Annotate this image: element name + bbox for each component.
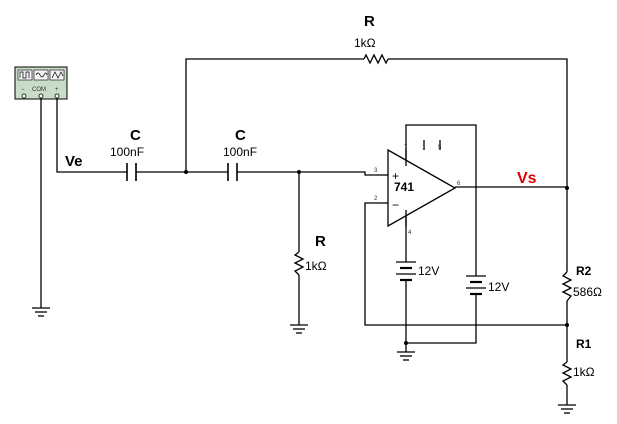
junctions	[184, 170, 569, 345]
c1-value-label: 100nF	[110, 145, 144, 159]
opamp-pin-6: 6	[457, 181, 461, 187]
ground-icon	[290, 324, 308, 334]
ground-icon	[558, 404, 576, 414]
opamp-pin-3: 3	[374, 168, 378, 174]
r-feedback-name-label: R	[364, 13, 375, 30]
ground-icon	[32, 307, 50, 317]
ground-icon	[397, 351, 415, 361]
triangle-wave-icon	[51, 71, 64, 79]
opamp-pin-5: 5	[438, 145, 442, 151]
input-signal-label: Ve	[65, 153, 83, 170]
r1-value-label: 1kΩ	[573, 365, 595, 379]
c2-value-label: 100nF	[223, 145, 257, 159]
r2-value-label: 586Ω	[573, 285, 602, 299]
capacitor-c2[interactable]	[227, 163, 238, 181]
opamp-model-label: 741	[394, 180, 414, 194]
opamp-pin-2: 2	[374, 196, 378, 202]
battery-negative-value-label: 12V	[418, 264, 439, 278]
resistor-r-feedback[interactable]	[363, 53, 389, 65]
r-ground-name-label: R	[315, 233, 326, 250]
r-feedback-value-label: 1kΩ	[354, 36, 376, 50]
opamp-pin-4: 4	[408, 230, 412, 236]
battery-positive-supply[interactable]	[466, 275, 486, 296]
r1-name-label: R1	[576, 337, 592, 351]
opamp-741[interactable]	[378, 148, 457, 228]
function-generator[interactable]: − COM +	[14, 66, 68, 100]
resistor-r1[interactable]	[561, 361, 573, 386]
opamp-pin-1: 1	[422, 145, 426, 151]
opamp-minus-sign: −	[392, 198, 399, 212]
fg-minus-label: −	[21, 87, 25, 93]
fg-com-label: COM	[32, 87, 46, 93]
resistor-r2[interactable]	[561, 271, 573, 302]
r-ground-value-label: 1kΩ	[305, 259, 327, 273]
fg-plus-label: +	[55, 87, 59, 93]
resistor-r-ground[interactable]	[293, 251, 305, 276]
capacitor-c1[interactable]	[126, 163, 137, 181]
sine-wave-icon	[35, 72, 48, 78]
r2-name-label: R2	[576, 264, 592, 278]
output-signal-label: Vs	[517, 170, 537, 187]
square-wave-icon	[19, 71, 30, 79]
battery-positive-value-label: 12V	[488, 280, 509, 294]
battery-negative-supply[interactable]	[396, 261, 416, 282]
c1-name-label: C	[130, 127, 141, 144]
opamp-plus-sign: +	[392, 169, 399, 183]
c2-name-label: C	[235, 127, 246, 144]
opamp-pin-7: 7	[404, 145, 408, 151]
wires	[40, 58, 568, 405]
